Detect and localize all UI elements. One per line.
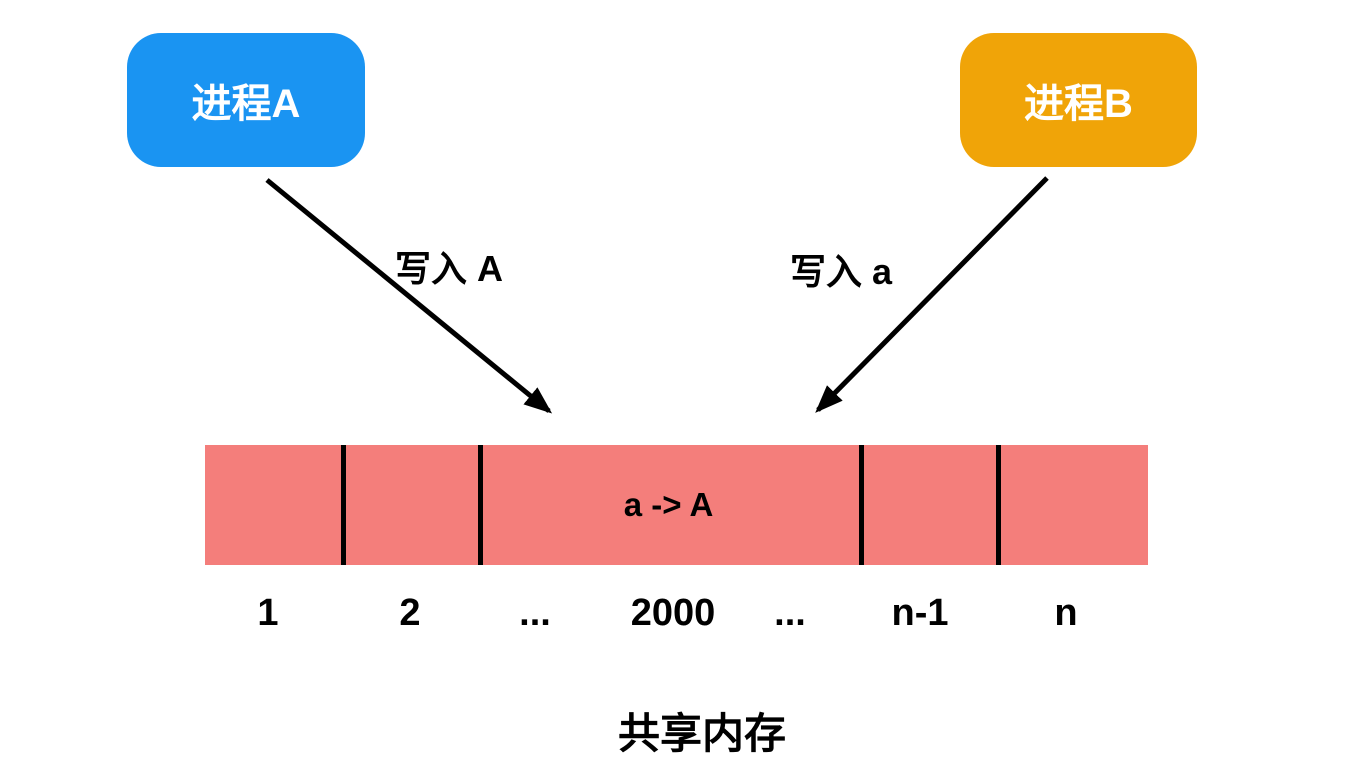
cell-index-label: 1 [257, 592, 279, 634]
cell-index-label: n [1054, 592, 1078, 634]
cell-index-label: ... [774, 592, 806, 634]
process-b-label: 进程B [1024, 82, 1133, 126]
process-b-box: 进程B [960, 33, 1197, 167]
write-b-label: 写入 a [790, 251, 893, 292]
cell-index-label: n-1 [891, 592, 949, 634]
diagram-title: 共享内存 [617, 710, 787, 757]
cell-divider [478, 445, 483, 565]
cell-divider [859, 445, 864, 565]
shared-memory-bar: a -> A [205, 445, 1148, 565]
cell-index-label: 2 [399, 592, 421, 634]
cell-divider [341, 445, 346, 565]
process-a-label: 进程A [191, 82, 301, 126]
cell-index-label: ... [519, 592, 551, 634]
process-a-box: 进程A [127, 33, 365, 167]
memory-content-label: a -> A [623, 486, 714, 523]
write-a-label: 写入 A [395, 248, 504, 289]
cell-divider [996, 445, 1001, 565]
cell-index-label: 2000 [630, 592, 716, 634]
write-a-arrow [265, 178, 553, 414]
